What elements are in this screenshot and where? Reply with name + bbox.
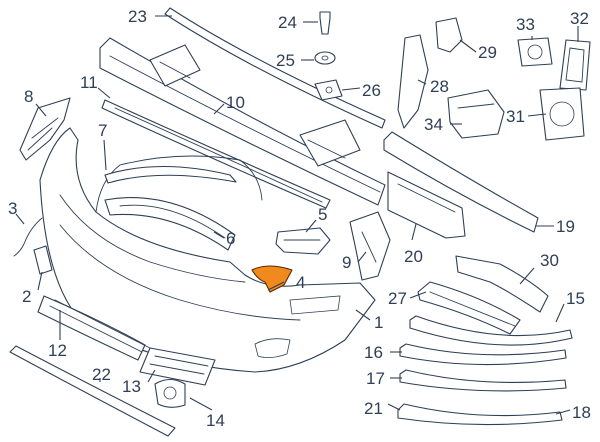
part-16-strip — [399, 343, 567, 366]
callout-2: 2 — [22, 287, 31, 306]
callout-32: 32 — [570, 9, 589, 28]
callout-1: 1 — [374, 313, 383, 332]
callout-5: 5 — [318, 205, 327, 224]
part-33-sensor — [517, 37, 553, 67]
callout-10: 10 — [226, 93, 245, 112]
callout-15: 15 — [566, 289, 585, 308]
callout-3: 3 — [8, 199, 17, 218]
callout-23: 23 — [128, 7, 147, 26]
callout-11: 11 — [80, 73, 98, 92]
callout-28: 28 — [430, 77, 449, 96]
callout-9: 9 — [342, 253, 351, 272]
part-2-clip — [33, 245, 53, 275]
callout-17: 17 — [366, 369, 385, 388]
part-7-upper-grille-trim — [104, 165, 237, 184]
part-11-absorber-strip — [101, 99, 331, 209]
part-15-moulding — [409, 315, 573, 346]
leader-lines — [15, 15, 579, 415]
part-32-cover — [559, 39, 591, 91]
part-24-screw — [319, 11, 331, 35]
part-25-washer — [314, 51, 336, 65]
part-19-absorber — [383, 131, 539, 233]
part-17-strip — [399, 369, 567, 392]
part-13-fog-grille — [139, 347, 216, 386]
callout-16: 16 — [364, 343, 383, 362]
callout-4: 4 — [296, 273, 305, 292]
part-3-wire — [13, 217, 43, 257]
part-34-mounting-bracket — [447, 89, 505, 139]
part-20-plate-bracket — [387, 171, 466, 239]
callout-12: 12 — [48, 341, 67, 360]
callout-19: 19 — [556, 217, 575, 236]
part-9-side-bracket — [349, 211, 391, 281]
callout-27: 27 — [388, 289, 407, 308]
part-29-bracket — [435, 17, 463, 53]
part-4-bracket-highlighted — [251, 265, 293, 293]
callout-30: 30 — [540, 251, 559, 270]
callout-34: 34 — [424, 115, 443, 134]
part-5-bracket — [275, 227, 331, 255]
part-6-grille — [104, 197, 236, 251]
part-8-left-bracket — [19, 97, 71, 161]
part-27-lower-grille — [417, 281, 521, 335]
callout-21: 21 — [364, 399, 383, 418]
callout-33: 33 — [516, 15, 535, 34]
callout-22: 22 — [92, 365, 111, 384]
part-12-lower-grille — [37, 295, 151, 361]
part-30-bracket — [455, 255, 549, 313]
part-14-fog-lamp — [154, 378, 186, 408]
callout-14: 14 — [206, 411, 225, 430]
callout-6: 6 — [226, 229, 235, 248]
callout-13: 13 — [122, 377, 141, 396]
part-10-impact-bar — [99, 37, 386, 206]
part-28-sensor-bracket — [397, 34, 429, 129]
callout-24: 24 — [278, 13, 297, 32]
callout-26: 26 — [362, 81, 381, 100]
callout-18: 18 — [572, 403, 591, 422]
part-26-nut — [314, 79, 343, 101]
part-22-lower-strip — [9, 345, 176, 437]
part-31-radar-module — [539, 87, 585, 141]
callout-8: 8 — [24, 87, 33, 106]
callout-25: 25 — [276, 51, 295, 70]
callout-7: 7 — [98, 121, 107, 140]
callout-29: 29 — [478, 43, 497, 62]
callout-31: 31 — [506, 107, 525, 126]
callout-20: 20 — [404, 247, 423, 266]
part-18-strip — [397, 403, 563, 426]
